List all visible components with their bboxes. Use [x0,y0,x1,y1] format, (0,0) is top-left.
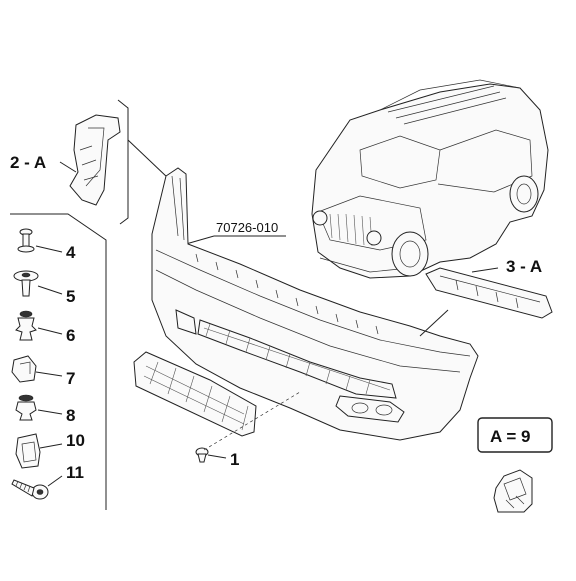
callout-11: 11 [66,463,84,482]
tree-clip-part [15,310,63,341]
vehicle-front-wheel [391,231,429,277]
callout-3a: 3 - A [506,257,542,276]
reference-number: 70726-010 [216,220,278,235]
callout-1: 1 [230,450,239,469]
bracket-group-frame [117,99,169,225]
bumper-assembly [151,167,479,441]
reference-leader [185,235,215,245]
callout-2a: 2 - A [10,153,46,172]
fastener-column-frame [10,213,107,510]
callout-4: 4 [66,243,76,262]
callout-8: 8 [66,406,75,425]
callout-7: 7 [66,369,75,388]
vehicle-roof-rails [387,85,507,125]
bumper-mesh-pattern [203,323,391,395]
beam-reinforcement-part [425,267,553,319]
bottom-screw-part [195,391,301,463]
spring-nut-part [11,355,63,383]
legend-box [477,417,553,453]
callout-6: 6 [66,326,75,345]
adhesive-bracket-part [493,469,533,513]
bumper-upper-notches [195,253,379,335]
retainer-clip-part [15,394,63,421]
legend-text: A = 9 [490,427,530,446]
side-bracket-part [59,114,121,206]
lower-grille-part [133,351,257,437]
vehicle-rear-wheel [509,175,539,213]
clip-nut-part [15,433,63,469]
callout-5: 5 [66,287,75,306]
push-rivet-part [17,228,63,253]
self-tapping-screw-part [11,475,63,500]
vehicle-illustration [311,79,549,279]
flange-screw-part [13,270,63,297]
callout-10: 10 [66,431,85,450]
